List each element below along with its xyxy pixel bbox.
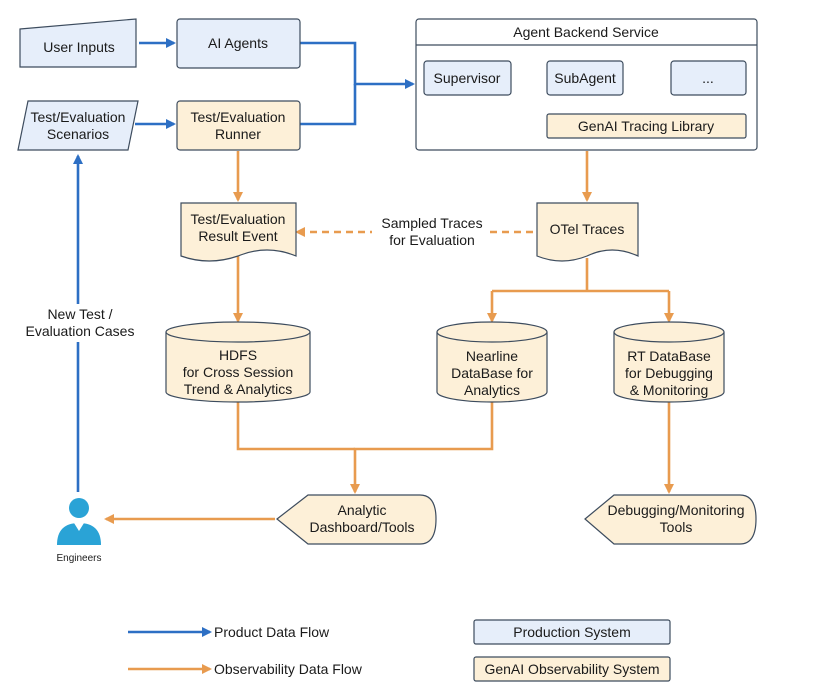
test-runner-node: Test/Evaluation Runner xyxy=(176,100,301,151)
legend-observability-flow-label: Observability Data Flow xyxy=(214,661,363,677)
edge-otel-branch xyxy=(492,258,669,293)
analytic-dashboard-label-line2: Dashboard/Tools xyxy=(309,519,414,535)
hdfs-label-line3: Trend & Analytics xyxy=(184,381,292,397)
edge-hdfs-to-dashboard xyxy=(236,402,355,451)
ai-agents-node: AI Agents xyxy=(176,18,301,69)
new-cases-label-line2: Evaluation Cases xyxy=(26,323,135,339)
hdfs-database-node: HDFS for Cross Session Trend & Analytics xyxy=(165,321,311,403)
user-inputs-node: User Inputs xyxy=(19,18,137,68)
new-cases-label-line1: New Test / xyxy=(47,306,112,322)
genai-tracing-library-node: GenAI Tracing Library xyxy=(546,113,747,139)
hdfs-label-line1: HDFS xyxy=(219,347,257,363)
analytic-dashboard-node: Analytic Dashboard/Tools xyxy=(276,494,437,545)
test-runner-label-line1: Test/Evaluation xyxy=(191,109,286,125)
backend-title: Agent Backend Service xyxy=(513,24,659,40)
engineers-label: Engineers xyxy=(56,553,101,564)
debug-tools-label-line1: Debugging/Monitoring xyxy=(608,502,745,518)
legend-production-swatch xyxy=(473,619,671,645)
legend-genai-swatch xyxy=(473,656,671,682)
supervisor-node: Supervisor xyxy=(423,60,512,96)
rt-database-label-line2: for Debugging xyxy=(625,365,713,381)
edge-nearline-to-dashboard xyxy=(350,401,494,494)
agent-backend-service: Agent Backend Service Supervisor SubAgen… xyxy=(415,18,758,151)
legend-product-flow-label: Product Data Flow xyxy=(214,624,330,640)
nearline-label-line2: DataBase for xyxy=(451,365,533,381)
nearline-label-line3: Analytics xyxy=(464,382,520,398)
test-scenarios-label-line1: Test/Evaluation xyxy=(31,109,126,125)
legend: Product Data Flow Observability Data Flo… xyxy=(128,619,671,682)
test-scenarios-node: Test/Evaluation Scenarios xyxy=(17,100,139,151)
ellipsis-label: ... xyxy=(702,70,714,86)
engineer-icon xyxy=(57,498,101,545)
debug-tools-node: Debugging/Monitoring Tools xyxy=(584,494,757,545)
rt-database-node: RT DataBase for Debugging & Monitoring xyxy=(613,321,725,403)
rt-database-label-line1: RT DataBase xyxy=(627,348,711,364)
supervisor-label: Supervisor xyxy=(434,70,501,86)
subagent-node: SubAgent xyxy=(546,60,624,96)
hdfs-label-line2: for Cross Session xyxy=(183,364,293,380)
analytic-dashboard-label-line1: Analytic xyxy=(337,502,386,518)
legend-genai-label: GenAI Observability System xyxy=(484,661,659,677)
test-runner-label-line2: Runner xyxy=(215,126,261,142)
rt-database-label-line3: & Monitoring xyxy=(630,382,709,398)
edge-ai-agents-to-backend xyxy=(300,41,415,89)
otel-traces-label: OTel Traces xyxy=(550,221,625,237)
user-inputs-label: User Inputs xyxy=(43,39,115,55)
otel-traces-node: OTel Traces xyxy=(536,202,639,262)
nearline-database-node: Nearline DataBase for Analytics xyxy=(436,321,548,403)
result-event-label-line1: Test/Evaluation xyxy=(191,211,286,227)
result-event-node: Test/Evaluation Result Event xyxy=(180,202,297,262)
nearline-label-line1: Nearline xyxy=(466,348,518,364)
engineers-node: Engineers xyxy=(56,498,102,564)
sampled-traces-label-line1: Sampled Traces xyxy=(381,215,482,231)
debug-tools-label-line2: Tools xyxy=(660,519,693,535)
edge-runner-to-backend xyxy=(300,84,357,126)
ai-agents-label: AI Agents xyxy=(208,35,268,51)
test-scenarios-label-line2: Scenarios xyxy=(47,126,109,142)
result-event-label-line2: Result Event xyxy=(198,228,277,244)
subagent-label: SubAgent xyxy=(554,70,616,86)
sampled-traces-label-line2: for Evaluation xyxy=(389,232,475,248)
legend-production-label: Production System xyxy=(513,624,631,640)
ellipsis-node: ... xyxy=(670,60,747,96)
genai-tracing-library-label: GenAI Tracing Library xyxy=(578,118,714,134)
